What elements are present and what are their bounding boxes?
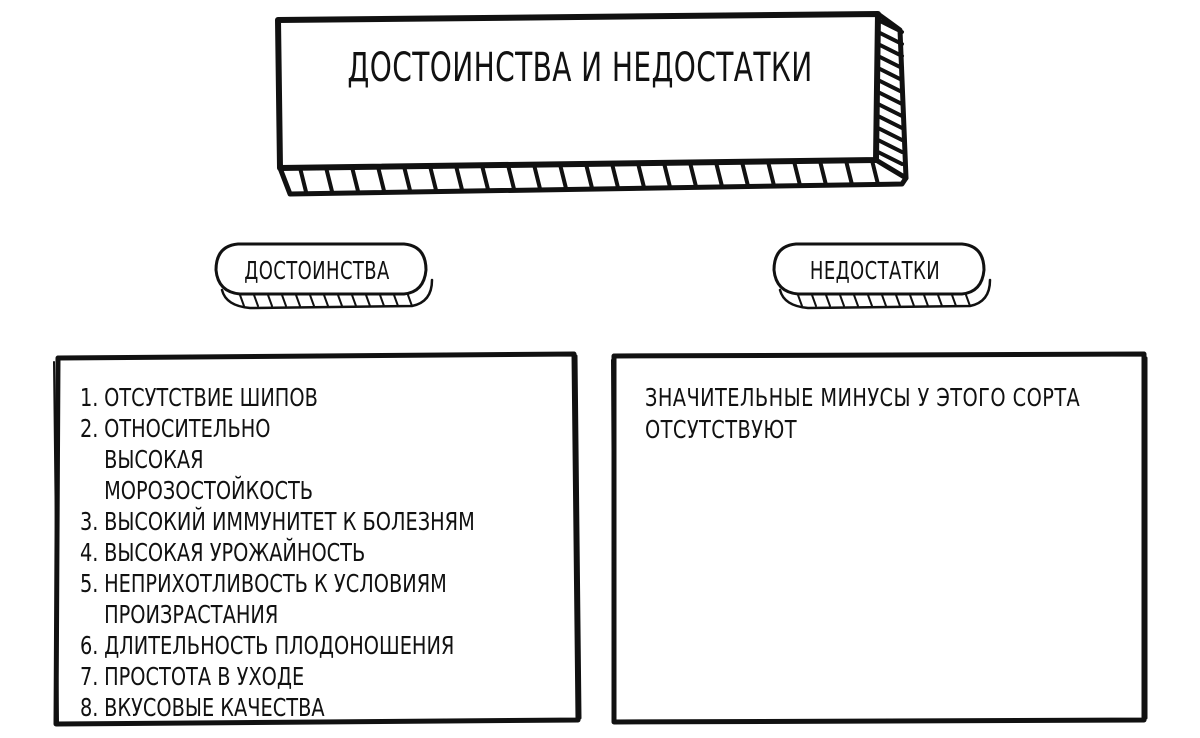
list-item: 5.Неприхотливость к условиям произрастан… — [80, 569, 447, 629]
hatch-line — [239, 294, 245, 307]
hatch-line — [267, 294, 273, 307]
hatch-line — [876, 54, 904, 70]
hatch-line — [876, 78, 904, 94]
hatch-line — [876, 150, 904, 166]
hatch-line — [895, 294, 901, 307]
hatch-line — [324, 165, 334, 194]
pros-pill — [214, 242, 434, 310]
cons-box — [611, 351, 1148, 725]
hatch-line — [766, 159, 776, 188]
pros-label: Достоинства — [244, 256, 390, 285]
hatch-line — [281, 294, 287, 307]
hatch-line — [937, 294, 943, 307]
hatch-line — [740, 159, 750, 188]
list-item: 3.Высокий иммунитет к болезням — [80, 507, 475, 536]
hatch-line — [811, 294, 817, 307]
hatch-line — [876, 90, 904, 106]
hatch-line — [876, 138, 904, 154]
hatch-line — [951, 294, 957, 307]
pros-box — [53, 351, 582, 727]
hatch-line — [876, 114, 904, 130]
hatch-line — [309, 294, 315, 307]
hatch-line — [876, 126, 904, 142]
cons-pill — [772, 242, 992, 310]
hatch-line — [337, 294, 343, 307]
hatch-line — [558, 162, 568, 191]
hatch-line — [825, 294, 831, 307]
hatch-line — [818, 158, 828, 187]
hatch-line — [876, 102, 904, 118]
hatch-line — [636, 161, 646, 190]
hatch-line — [881, 294, 887, 307]
hatch-line — [688, 160, 698, 189]
hatch-line — [909, 294, 915, 307]
hatch-line — [295, 294, 301, 307]
hatch-line — [298, 165, 308, 194]
hatch-line — [480, 163, 490, 192]
cons-label: Недостатки — [809, 256, 941, 285]
list-item: 6.Длительность плодоношения — [80, 631, 455, 660]
cons-text: Значительные минусы у этого сорта отсутс… — [645, 383, 1081, 444]
hatch-line — [376, 164, 386, 193]
hatch-line — [506, 163, 516, 192]
hatch-line — [402, 164, 412, 193]
hatch-line — [876, 42, 904, 58]
hatch-line — [876, 66, 904, 82]
hatch-line — [532, 162, 542, 191]
list-item: 1.Отсутствие шипов — [80, 383, 318, 412]
hatch-line — [351, 294, 357, 307]
hatch-line — [584, 162, 594, 191]
hatch-line — [797, 294, 803, 307]
hatch-line — [365, 294, 371, 307]
hatch-line — [844, 158, 854, 187]
title-block — [275, 11, 909, 197]
hatch-line — [379, 294, 385, 307]
hatch-line — [853, 294, 859, 307]
hatch-line — [792, 159, 802, 188]
hatch-line — [870, 158, 880, 187]
hatch-line — [714, 160, 724, 189]
hatch-line — [965, 294, 971, 307]
hatch-line — [876, 18, 904, 34]
hatch-line — [839, 294, 845, 307]
hatch-line — [923, 294, 929, 307]
list-item: 4.Высокая урожайность — [80, 538, 366, 567]
hatch-line — [610, 161, 620, 190]
list-item: 8.Вкусовые качества — [80, 693, 325, 722]
list-item: 2.Относительно высокая морозостойкость — [80, 414, 314, 505]
page-title: Достоинства и недостатки — [347, 45, 813, 91]
hatch-line — [454, 163, 464, 192]
hatch-line — [393, 294, 399, 307]
hatch-line — [323, 294, 329, 307]
list-item: 7.Простота в уходе — [80, 662, 305, 691]
hatch-line — [407, 294, 413, 307]
hatch-line — [876, 30, 904, 46]
hatch-line — [867, 294, 873, 307]
hatch-line — [350, 165, 360, 194]
hatch-line — [428, 164, 438, 193]
hatch-line — [253, 294, 259, 307]
hatch-line — [662, 161, 672, 190]
pros-list: 1.Отсутствие шипов 2.Относительно высока… — [80, 382, 475, 723]
